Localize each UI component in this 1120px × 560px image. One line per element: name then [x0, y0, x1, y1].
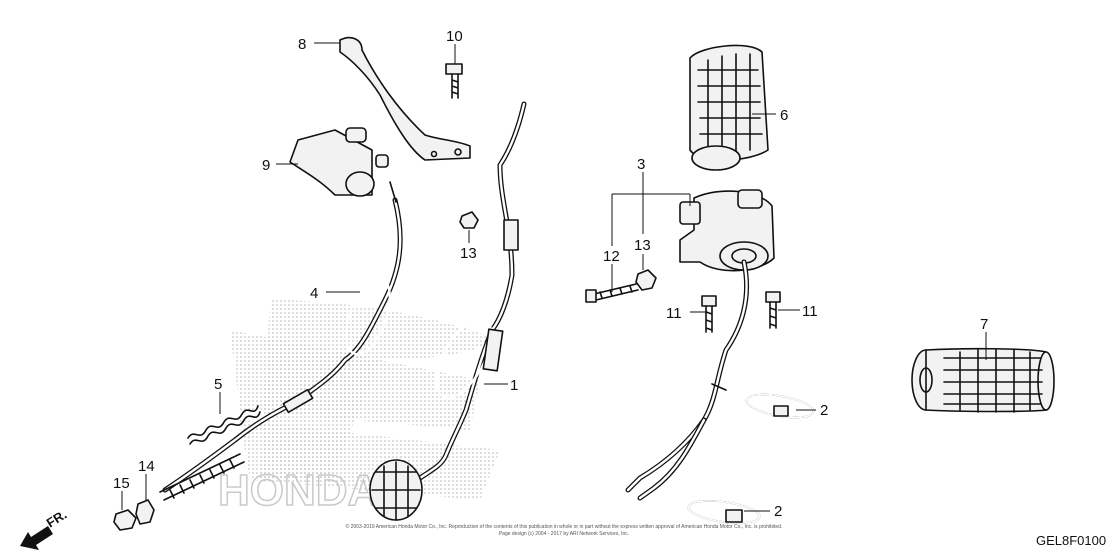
wire-harness [625, 259, 750, 501]
callout-13-right: 13 [634, 237, 651, 254]
part-4-cable [162, 181, 403, 493]
callout-10: 10 [446, 28, 463, 45]
callout-labels: 8 10 9 13 4 5 1 15 14 6 3 12 13 11 11 7 … [113, 28, 988, 520]
cable-adjuster [159, 453, 245, 501]
callout-11-right: 11 [802, 303, 818, 320]
callout-4: 4 [310, 285, 318, 302]
callout-7: 7 [980, 316, 988, 333]
watermark-text: HONDA [218, 466, 379, 515]
part-3-switch-housing [679, 189, 775, 272]
callout-13-left: 13 [460, 245, 477, 262]
part-7-grip [911, 347, 1055, 413]
front-direction-arrow: FR. [20, 507, 69, 550]
callout-6: 6 [780, 107, 788, 124]
callout-2-upper: 2 [820, 402, 828, 419]
callout-9: 9 [262, 157, 270, 174]
callout-12: 12 [603, 248, 620, 265]
callout-2-lower: 2 [774, 503, 782, 520]
honda-watermark: HONDA [217, 300, 500, 516]
part-5-spring [187, 405, 261, 445]
copyright-line-1: © 2003-2019 American Honda Motor Co., In… [346, 523, 783, 530]
callout-8: 8 [298, 36, 306, 53]
callout-11-left: 11 [666, 305, 682, 322]
callout-3: 3 [637, 156, 645, 173]
part-12-screw [585, 283, 639, 303]
part-6-grip [689, 44, 769, 171]
part-8-brake-lever [339, 36, 471, 161]
part-13-nut-right [635, 269, 657, 291]
part-2-band-upper [745, 393, 815, 419]
part-2-band-lower [687, 500, 761, 524]
callout-15: 15 [113, 475, 130, 492]
part-10-bolt [445, 63, 463, 99]
part-11-screw-right [765, 291, 781, 329]
callout-1: 1 [510, 377, 518, 394]
diagram-code: GEL8F0100 [1036, 533, 1106, 548]
part-14-clip [135, 499, 155, 525]
callout-14: 14 [138, 458, 155, 475]
leader-lines [121, 42, 987, 512]
part-9-lever-holder [289, 127, 389, 197]
part-15-nut [113, 509, 137, 531]
throttle-housing [369, 459, 423, 521]
part-1-cable [417, 101, 527, 481]
part-11-screw-left [701, 295, 717, 333]
part-13-nut-left [459, 211, 479, 229]
callout-5: 5 [214, 376, 222, 393]
copyright-line-2: Page design (c) 2004 - 2017 by ARI Netwo… [499, 531, 629, 537]
